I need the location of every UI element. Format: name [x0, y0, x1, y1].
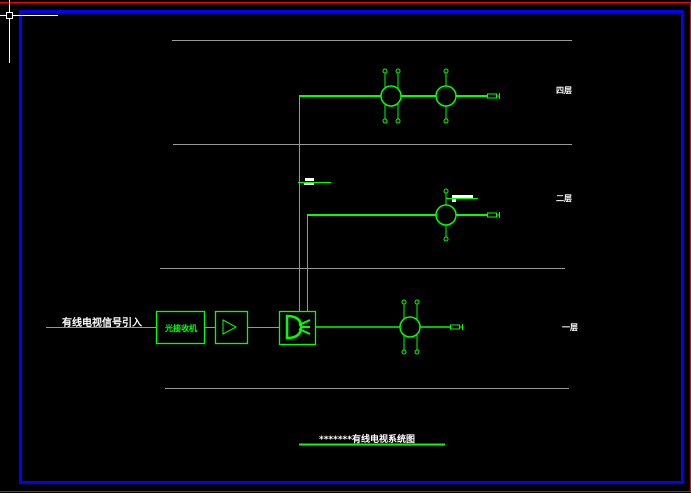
optical-receiver[interactable]: 光接收机 [155, 310, 206, 345]
floor-label-2: 二层 [556, 194, 572, 203]
floor-1-branch: 一层 [315, 299, 578, 355]
terminator-icon [450, 324, 463, 330]
crosshair-cursor-icon [0, 0, 58, 63]
floor-label-4: 四层 [556, 86, 572, 95]
terminator-icon [487, 93, 500, 99]
optical-receiver-label: 光接收机 [164, 323, 197, 333]
four-way-tap-icon[interactable] [380, 68, 402, 124]
drawing-title: *******有线电视系统图 [319, 433, 415, 445]
amplifier-icon[interactable] [214, 310, 249, 345]
inner-frame [19, 10, 684, 484]
splitter-icon[interactable] [278, 310, 317, 346]
floor-label-1: 一层 [562, 323, 578, 332]
floor-2-branch: 二层 [307, 188, 572, 242]
floor-4-branch: 四层 [299, 68, 572, 124]
four-way-tap-icon[interactable] [399, 299, 421, 355]
riser-annotation [298, 178, 331, 185]
two-way-tap-icon[interactable] [435, 68, 457, 124]
terminator-icon [487, 212, 500, 218]
signal-input-label: 有线电视信号引入 [62, 316, 142, 329]
